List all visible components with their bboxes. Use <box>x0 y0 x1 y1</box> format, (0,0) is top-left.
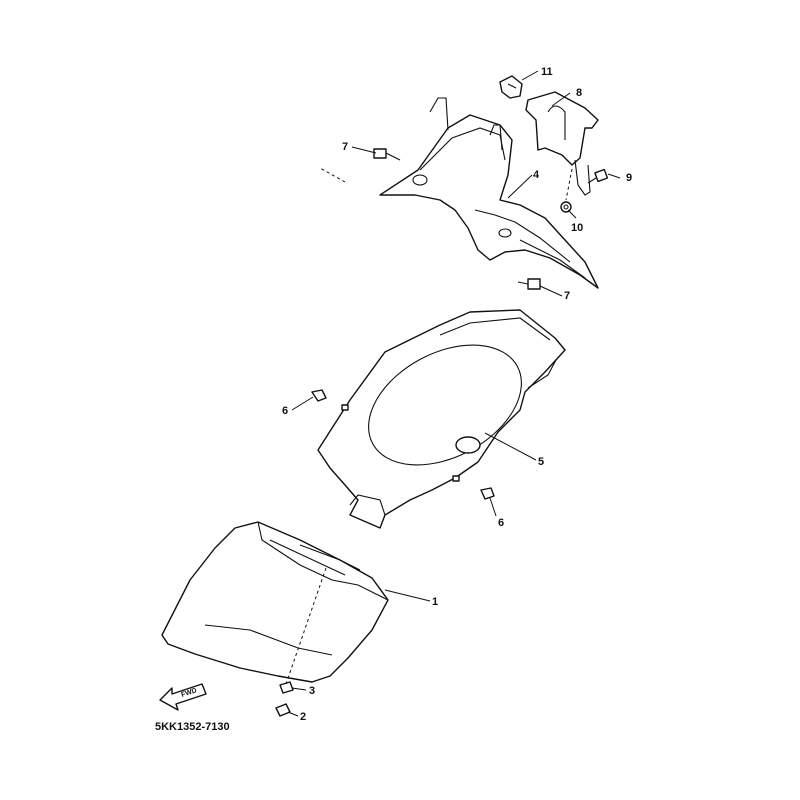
part-6-clip-upper <box>311 389 327 402</box>
callout-2: 2 <box>300 711 306 723</box>
callout-7-lower: 7 <box>564 290 570 302</box>
callout-1: 1 <box>432 596 438 608</box>
callout-8: 8 <box>576 87 582 99</box>
callout-4: 4 <box>533 169 540 181</box>
connector-marks <box>341 404 460 482</box>
callout-11: 11 <box>541 66 553 78</box>
callout-6-lower: 6 <box>498 517 504 529</box>
callout-3: 3 <box>309 685 315 697</box>
part-1-front-fender <box>161 521 389 683</box>
callout-7-upper: 7 <box>342 141 348 153</box>
part-7-bolt-upper <box>373 148 401 161</box>
part-7-bolt-lower <box>517 278 541 290</box>
fwd-label: FWD <box>180 687 197 699</box>
leader-lines <box>285 70 621 717</box>
callout-5: 5 <box>538 456 544 468</box>
callout-10: 10 <box>571 222 583 234</box>
callout-9: 9 <box>626 172 632 184</box>
part-5-inner-fender <box>317 309 566 529</box>
part-10-nut <box>560 201 572 213</box>
part-8-bracket <box>525 91 599 196</box>
callout-6-upper: 6 <box>282 405 288 417</box>
fwd-arrow-icon: FWD <box>159 683 207 711</box>
part-9-bolt <box>587 168 609 184</box>
part-6-clip-lower <box>480 487 495 500</box>
part-2-screw <box>275 703 291 717</box>
part-4-rear-bracket <box>379 97 599 289</box>
diagram-part-code: 5KK1352-7130 <box>155 721 230 733</box>
callouts: 11 8 4 7 9 10 7 6 5 6 1 3 2 <box>282 66 632 723</box>
part-11-clip <box>499 75 523 99</box>
